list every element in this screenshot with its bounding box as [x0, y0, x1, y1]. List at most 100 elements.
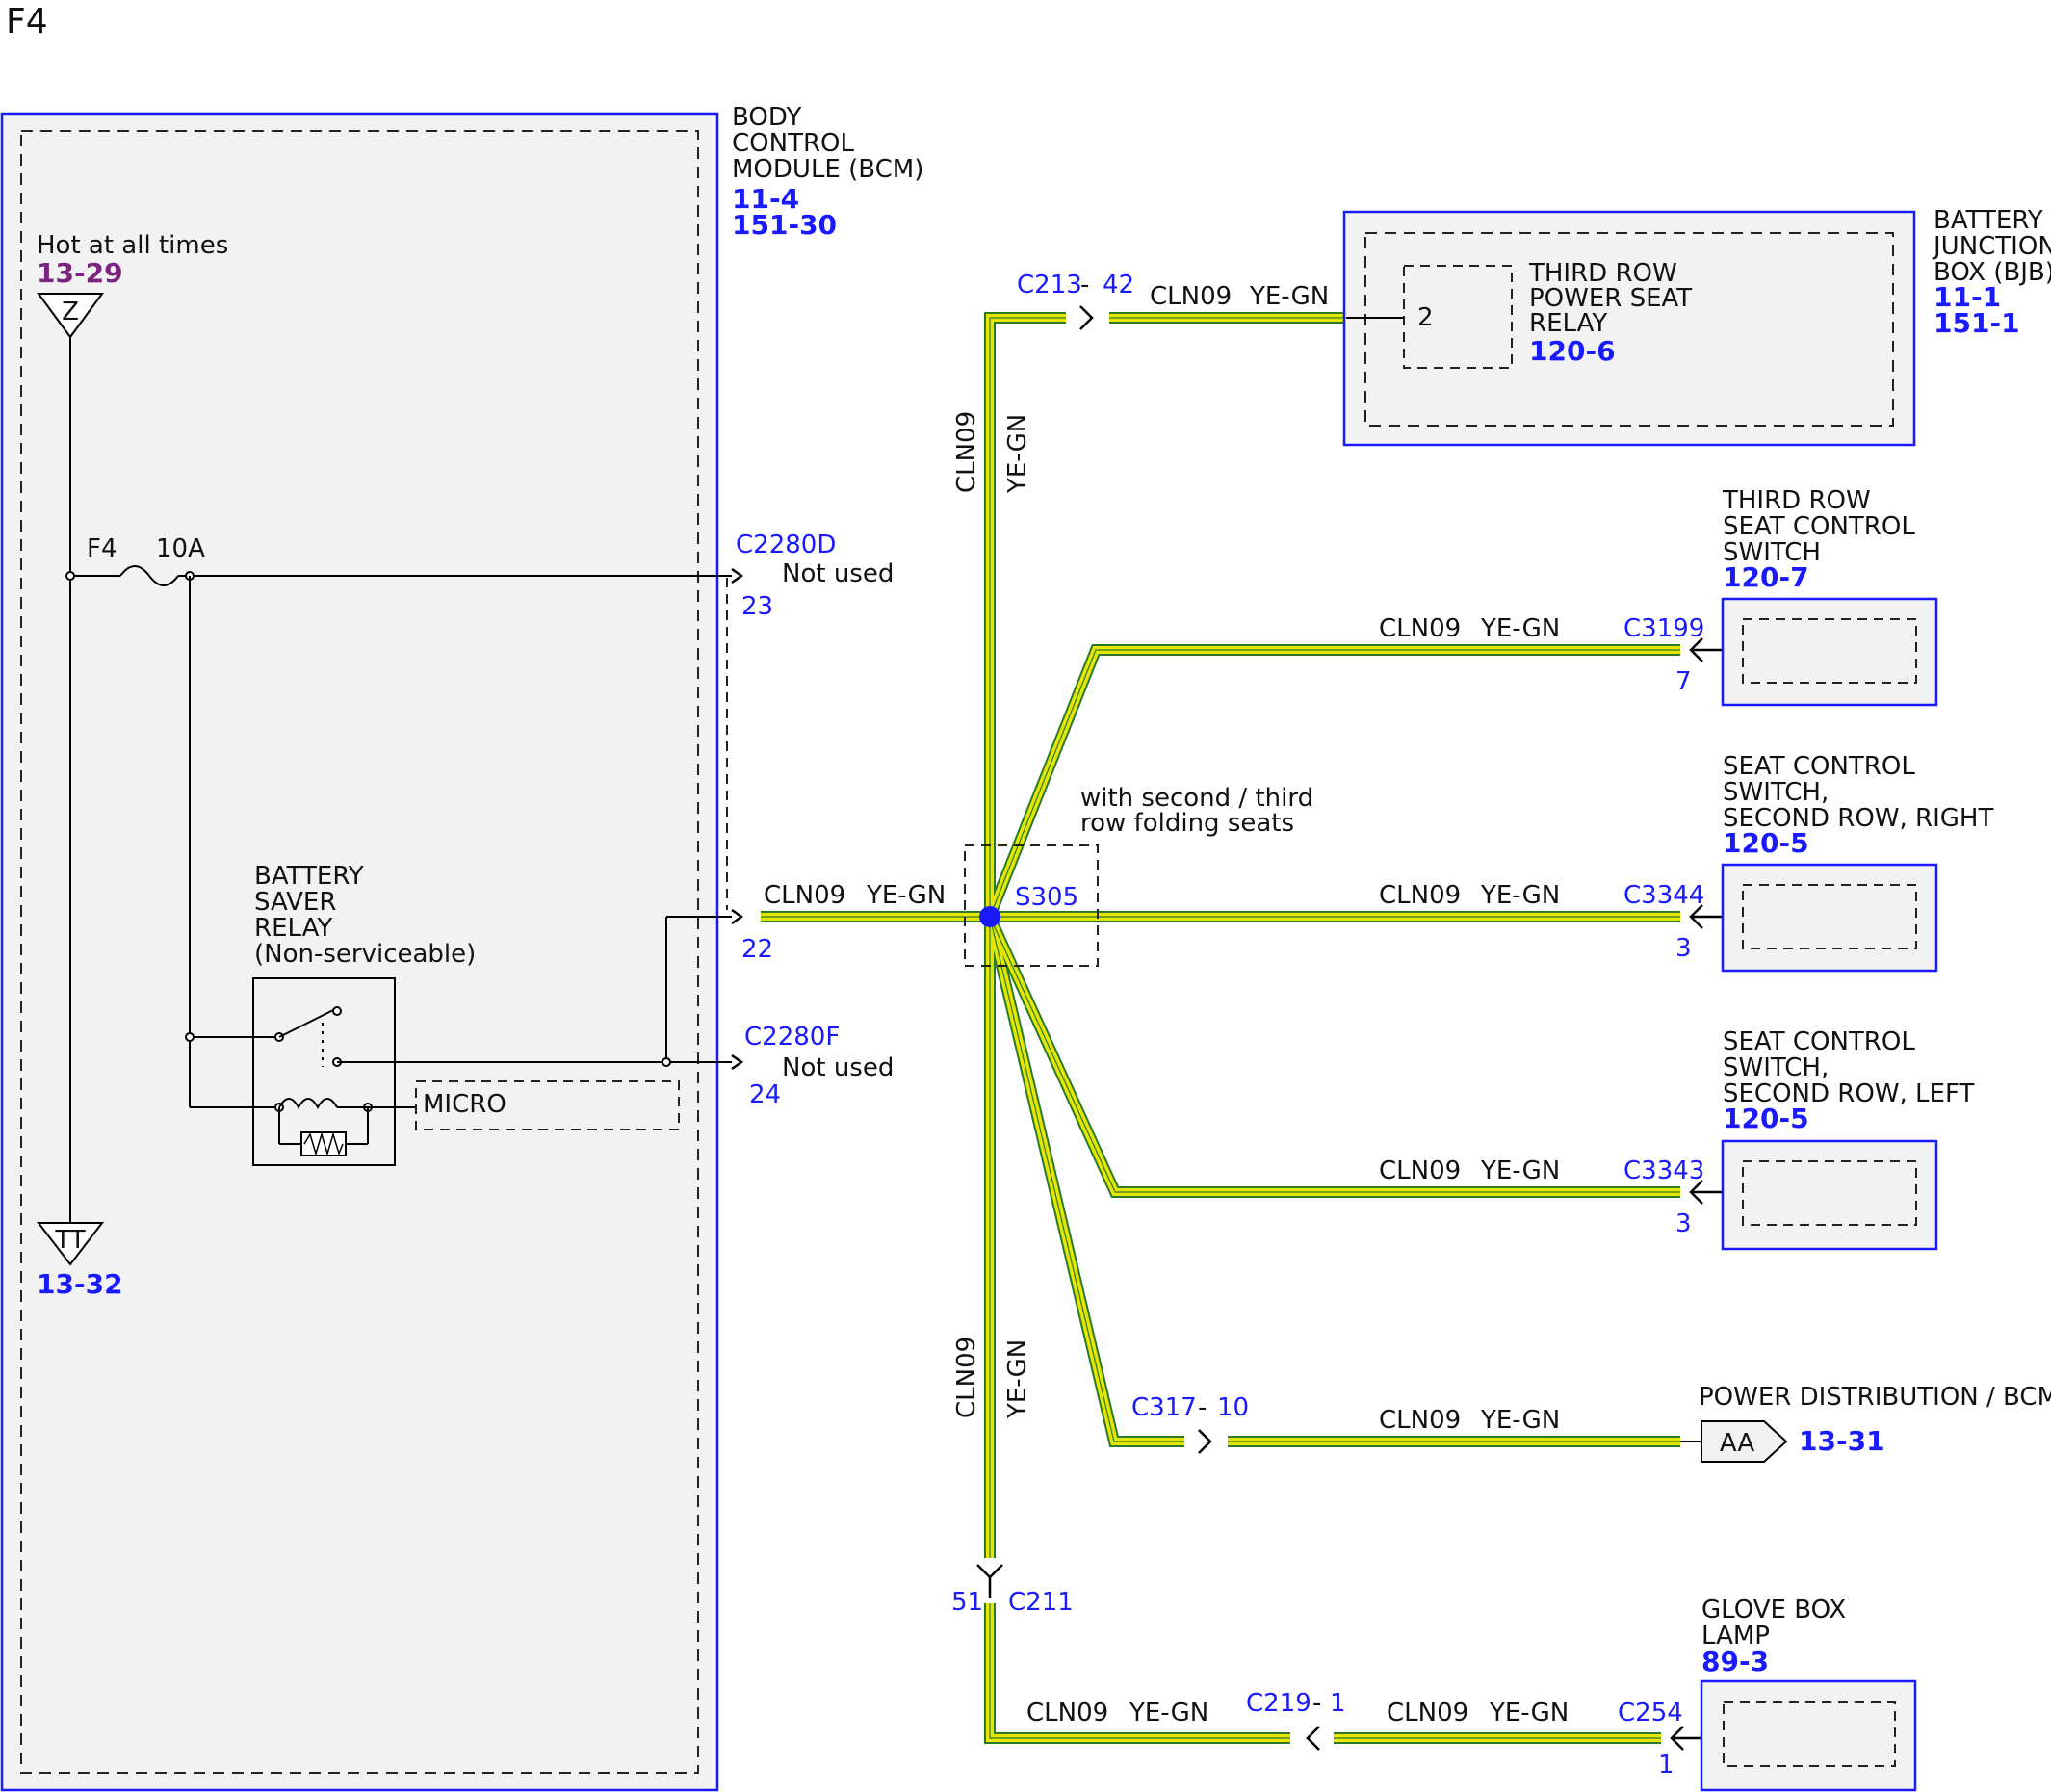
bjb-label: BATTERY JUNCTION BOX (BJB) 11-1 151-1 — [1932, 206, 2051, 339]
svg-text:-: - — [1080, 271, 1089, 299]
bjb-ref-2[interactable]: 151-1 — [1934, 307, 2020, 339]
c3343-name: C3343 — [1623, 1156, 1704, 1185]
c2280f-name: C2280F — [744, 1023, 840, 1052]
hot-ref[interactable]: 13-29 — [37, 257, 123, 289]
svg-text:JUNCTION: JUNCTION — [1932, 232, 2051, 261]
svg-text:1: 1 — [1330, 1689, 1346, 1718]
svg-text:MODULE (BCM): MODULE (BCM) — [732, 155, 923, 184]
svg-text:CLN09: CLN09 — [1150, 282, 1232, 311]
svg-text:CLN09: CLN09 — [1379, 1406, 1461, 1435]
svg-text:CLN09: CLN09 — [1026, 1699, 1108, 1727]
svg-text:CLN09: CLN09 — [1379, 1156, 1461, 1185]
c3199-name: C3199 — [1623, 614, 1704, 643]
svg-text:CLN09: CLN09 — [1387, 1699, 1468, 1727]
svg-text:CLN09: CLN09 — [1379, 881, 1461, 910]
second-row-right-label: SEAT CONTROL SWITCH, SECOND ROW, RIGHT 1… — [1723, 752, 1993, 859]
c2280d-note: Not used — [782, 559, 894, 588]
svg-text:YE-GN: YE-GN — [1129, 1699, 1208, 1727]
svg-text:YE-GN: YE-GN — [1480, 1156, 1560, 1185]
svg-text:(Non-serviceable): (Non-serviceable) — [254, 940, 476, 969]
bjb-ref-1[interactable]: 11-1 — [1934, 281, 2001, 313]
page-title: F4 — [6, 2, 48, 41]
svg-text:MICRO: MICRO — [423, 1090, 506, 1119]
svg-text:C213: C213 — [1017, 271, 1082, 299]
svg-text:C219: C219 — [1246, 1689, 1311, 1718]
svg-text:SECOND ROW, RIGHT: SECOND ROW, RIGHT — [1723, 804, 1993, 833]
battery-saver-relay — [185, 576, 732, 1166]
svg-text:C317: C317 — [1131, 1393, 1197, 1422]
splice-option-note-2: row folding seats — [1080, 809, 1294, 838]
bjb-relay-ref[interactable]: 120-6 — [1529, 335, 1616, 367]
svg-text:SEAT CONTROL: SEAT CONTROL — [1723, 752, 1915, 781]
bcm-label: BODY CONTROL MODULE (BCM) 11-4 151-30 — [732, 103, 923, 241]
svg-text:10: 10 — [1217, 1393, 1249, 1422]
svg-text:THIRD ROW: THIRD ROW — [1722, 486, 1871, 515]
c211-pin: 51 — [951, 1588, 983, 1617]
svg-text:CLN09: CLN09 — [952, 1337, 981, 1418]
bjb-relay-pin: 2 — [1417, 303, 1434, 332]
c2280f-pin: 24 — [749, 1080, 781, 1109]
c254-pin: 1 — [1658, 1751, 1675, 1779]
fuse-rating: 10A — [156, 534, 205, 563]
svg-text:THIRD ROW: THIRD ROW — [1528, 259, 1677, 288]
svg-text:CLN09: CLN09 — [952, 411, 981, 493]
bcm-ref-2: 151-30 — [732, 209, 837, 241]
glove-box-ref[interactable]: 89-3 — [1701, 1646, 1769, 1677]
svg-text:GLOVE BOX: GLOVE BOX — [1701, 1596, 1846, 1624]
svg-text:SEAT CONTROL: SEAT CONTROL — [1723, 1027, 1915, 1056]
svg-text:LAMP: LAMP — [1701, 1622, 1770, 1650]
bcm-ref-1: 11-4 — [732, 183, 799, 215]
c2280d-name: C2280D — [736, 531, 836, 559]
svg-text:CLN09: CLN09 — [764, 881, 845, 910]
third-row-switch-label: THIRD ROW SEAT CONTROL SWITCH 120-7 — [1722, 486, 1915, 593]
z-symbol: Z — [37, 293, 104, 339]
svg-text:SEAT CONTROL: SEAT CONTROL — [1723, 512, 1915, 541]
svg-text:SAVER: SAVER — [254, 888, 336, 917]
svg-text:BATTERY: BATTERY — [1934, 206, 2043, 235]
second-row-left-ref[interactable]: 120-5 — [1723, 1103, 1809, 1134]
fuse-f4 — [65, 565, 732, 586]
svg-text:SWITCH,: SWITCH, — [1723, 778, 1829, 807]
hot-label: Hot at all times — [37, 231, 228, 260]
c3344-pin: 3 — [1675, 934, 1692, 963]
second-row-right-ref[interactable]: 120-5 — [1723, 827, 1809, 859]
svg-text:YE-GN: YE-GN — [1480, 1406, 1560, 1435]
svg-text:YE-GN: YE-GN — [1249, 282, 1329, 311]
bjb-relay-label: THIRD ROW POWER SEAT RELAY 120-6 — [1528, 259, 1692, 367]
svg-text:BODY: BODY — [732, 103, 801, 132]
tt-ref[interactable]: 13-32 — [37, 1268, 123, 1300]
third-row-switch — [1721, 597, 1938, 707]
svg-text:Z: Z — [62, 298, 79, 326]
c2280f-note: Not used — [782, 1053, 894, 1082]
bjb-module — [1342, 210, 1916, 447]
svg-text:YE-GN: YE-GN — [1480, 614, 1560, 643]
c213-label: C213 - 42 — [1017, 271, 1134, 299]
c2280d-pin: 23 — [741, 592, 773, 621]
svg-text:TT: TT — [54, 1226, 85, 1255]
c219-label: C219 - 1 — [1246, 1689, 1346, 1718]
third-row-switch-ref[interactable]: 120-7 — [1723, 561, 1809, 593]
connector-arrows — [976, 305, 1743, 1751]
svg-text:42: 42 — [1103, 271, 1134, 299]
svg-text:YE-GN: YE-GN — [866, 881, 946, 910]
svg-text:BOX (BJB): BOX (BJB) — [1934, 258, 2051, 287]
svg-text:YE-GN: YE-GN — [1003, 1339, 1032, 1419]
splice-option-box — [964, 844, 1099, 967]
c317-label: C317 - 10 — [1131, 1393, 1249, 1422]
micro-box: MICRO — [415, 1080, 680, 1130]
c2280-pin-22: 22 — [741, 935, 773, 964]
svg-text:AA: AA — [1720, 1429, 1755, 1458]
second-row-left-switch — [1721, 1139, 1938, 1251]
glove-box-label: GLOVE BOX LAMP 89-3 — [1701, 1596, 1846, 1677]
svg-text:SWITCH: SWITCH — [1723, 538, 1821, 567]
svg-text:-: - — [1312, 1689, 1321, 1718]
svg-text:YE-GN: YE-GN — [1003, 414, 1032, 494]
battery-saver-relay-label: BATTERY SAVER RELAY (Non-serviceable) — [254, 862, 476, 969]
bcm-module — [0, 112, 719, 1792]
power-dist-ref[interactable]: 13-31 — [1799, 1425, 1885, 1457]
glove-box-lamp — [1700, 1679, 1917, 1792]
svg-text:RELAY: RELAY — [1529, 309, 1607, 338]
svg-text:BATTERY: BATTERY — [254, 862, 364, 891]
svg-text:SECOND ROW, LEFT: SECOND ROW, LEFT — [1723, 1079, 1974, 1108]
